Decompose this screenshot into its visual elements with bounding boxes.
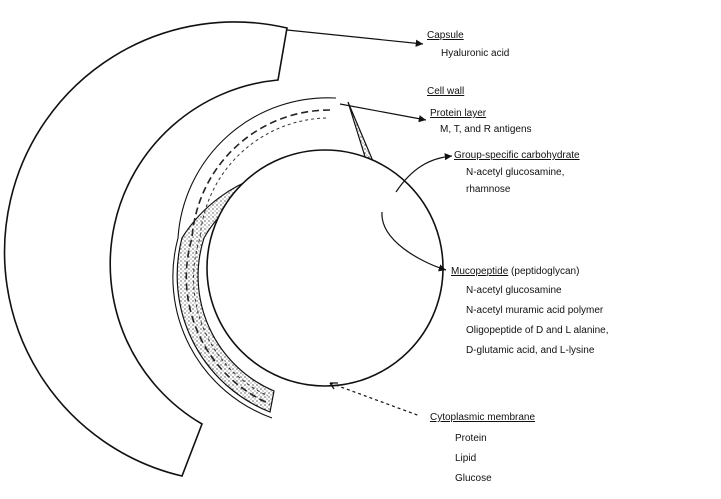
mucopeptide-heading: Mucopeptide [451,266,508,277]
membrane-heading: Cytoplasmic membrane [430,412,535,424]
carbohydrate-heading: Group-specific carbohydrate [454,150,580,162]
mucopeptide-heading-suffix: (peptidoglycan) [511,266,579,277]
mucopeptide-item-4: D-glutamic acid, and L-lysine [466,345,594,357]
membrane-leader [330,383,420,416]
protein-layer-heading: Protein layer [430,108,486,120]
cytoplasm-circle [207,150,443,386]
membrane-item-3: Glucose [455,473,492,485]
capsule-leader [287,30,423,44]
carbohydrate-item-1: N-acetyl glucosamine, [466,167,564,179]
protein-layer-item: M, T, and R antigens [440,124,532,136]
capsule-heading: Capsule [427,30,464,42]
membrane-item-1: Protein [455,433,487,445]
mucopeptide-item-2: N-acetyl muramic acid polymer [466,305,603,317]
mucopeptide-heading-row: Mucopeptide (peptidoglycan) [451,266,579,278]
carbohydrate-item-2: rhamnose [466,184,510,196]
cell-wall-heading: Cell wall [427,86,464,98]
mucopeptide-item-1: N-acetyl glucosamine [466,285,562,297]
membrane-item-2: Lipid [455,453,476,465]
mucopeptide-item-3: Oligopeptide of D and L alanine, [466,325,609,337]
capsule-item: Hyaluronic acid [441,48,509,60]
